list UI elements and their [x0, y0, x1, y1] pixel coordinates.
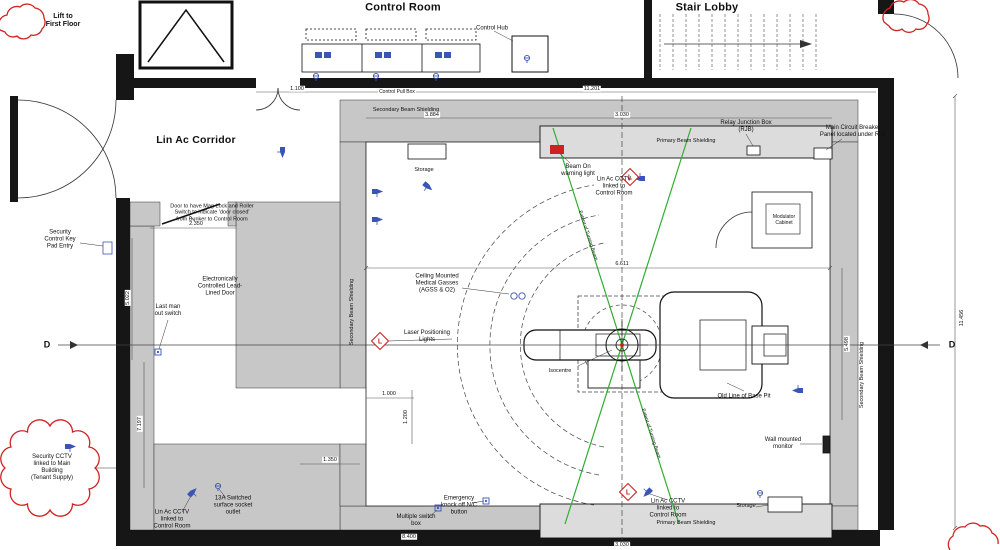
stair-treads [659, 14, 817, 70]
label-primary-shielding-bottom: Primary Beam Shielding [656, 519, 716, 526]
annotation-last-man-out: Last man out switch [154, 303, 182, 317]
dim-top-left-span: 3.884 [424, 111, 440, 119]
room-title-linac-corridor: Lin Ac Corridor [156, 133, 236, 146]
label-secondary-shielding-right: Secondary Beam Shielding [858, 341, 865, 409]
label-storage-top: Storage [414, 166, 434, 173]
annotation-linac-cctv-bottom-right: Lin Ac CCTV linked to Control Room [649, 498, 687, 519]
room-title-stair-lobby: Stair Lobby [675, 1, 739, 14]
warning-light-diamond-icon [620, 167, 640, 187]
annotation-medical-gasses: Ceiling Mounted Medical Gasses (AGSS & O… [415, 273, 459, 294]
annotation-linac-cctv-bottom-left: Lin Ac CCTV linked to Control Room [153, 509, 191, 530]
room-title-lift: Lift to First Floor [45, 12, 81, 28]
dim-left-upper: 5.022 [124, 290, 132, 306]
dim-right-wall: 5.498 [843, 336, 851, 352]
annotation-security-keypad: Security Control Key Pad Entry [44, 229, 76, 250]
gas-outlet-icon [518, 292, 526, 300]
annotation-linac-cctv-top: Lin Ac CCTV linked to Control Room [595, 176, 633, 197]
label-turning-beam-lower: Extent of Turning Beam [639, 407, 662, 460]
alert-symbols: L L L [370, 145, 640, 502]
label-primary-shielding-top: Primary Beam Shielding [656, 137, 716, 144]
label-secondary-shielding-top: Secondary Beam Shielding [372, 106, 440, 113]
label-control-pull-box: Control Pull Box [378, 89, 416, 96]
dim-corridor-door: 2.350 [188, 220, 204, 228]
dimension-lines [131, 91, 958, 531]
annotation-multiple-switch-box: Multiple switch box [396, 513, 436, 527]
annotation-beam-on-light: Beam On warning light [561, 163, 595, 177]
section-marker-right: D [948, 339, 956, 350]
device-icons [64, 52, 804, 512]
dim-top-overall: 11.201 [582, 85, 602, 93]
stair-direction-arrow [664, 40, 812, 48]
annotation-lead-lined-door: Electronically Controlled Lead- Lined Do… [197, 276, 243, 297]
warning-light-letter: L [378, 339, 383, 346]
section-marker-left: D [43, 339, 51, 350]
annotation-wall-monitor: Wall mounted monitor [764, 436, 802, 450]
dim-bottom-span: 8.400 [401, 533, 417, 541]
label-control-hub: Control Hub [475, 25, 509, 32]
control-hub-box [511, 35, 549, 73]
primary-beam-shielding-bars [539, 125, 833, 539]
annotation-main-circuit-breaker: Main Circuit Breaker Panel located under… [819, 124, 887, 138]
annotation-emergency-knockoff: Emergency knock off N/C button [441, 495, 477, 516]
dim-top-right-span: 3.030 [614, 111, 630, 119]
isocentre-marker [596, 319, 648, 371]
warning-light-diamond-icon [618, 482, 638, 502]
gas-outlet-icon [510, 292, 518, 300]
door-swings [17, 13, 959, 249]
annotation-laser-positioning: Laser Positioning Lights [403, 329, 451, 343]
annotation-relay-junction-box: Relay Junction Box (RJB) [720, 119, 772, 133]
dim-room-width: 6.611 [614, 260, 630, 268]
lift-shaft [138, 0, 234, 70]
dim-maze-notch-height: 1.200 [402, 409, 410, 425]
warning-light-letter: L [628, 175, 633, 182]
linac-machine [457, 184, 789, 506]
section-line [58, 341, 940, 349]
dim-top-door: 1.100 [289, 85, 305, 93]
annotation-security-cctv: Security CCTV linked to Main Building (T… [30, 453, 74, 482]
label-isocentre: Isocentre [548, 367, 572, 374]
equipment-boxes [102, 143, 833, 513]
dim-left-lower: 7.197 [136, 416, 144, 432]
control-desks [301, 28, 481, 73]
warning-light-diamond-icon [370, 331, 390, 351]
warning-light-letter: L [626, 490, 631, 497]
annotation-mag-lock-door: Door to have Mag Lock and Roller Switch … [170, 203, 254, 223]
leader-lines [79, 30, 843, 519]
label-modulator-cabinet: Modulator Cabinet [772, 214, 796, 226]
beam-lines [552, 96, 692, 540]
room-title-control-room: Control Room [365, 1, 441, 14]
dim-bottom-right-span: 3.030 [614, 541, 630, 549]
dim-maze-notch-width: 1.000 [381, 390, 397, 398]
dim-right-overall: 11.456 [958, 308, 966, 328]
annotation-old-base-pit: Old Line of Base Pit [717, 393, 771, 400]
annotation-13a-socket: 13A Switched surface socket outlet [213, 495, 253, 516]
label-storage-bottom: Storage [736, 502, 756, 509]
beam-on-light-icon [550, 145, 564, 154]
label-secondary-shielding-left: Secondary Beam Shielding [348, 278, 355, 346]
label-turning-beam-upper: Extent of Turning Beam [576, 209, 599, 262]
dim-maze-bottom: 1.350 [322, 456, 338, 464]
